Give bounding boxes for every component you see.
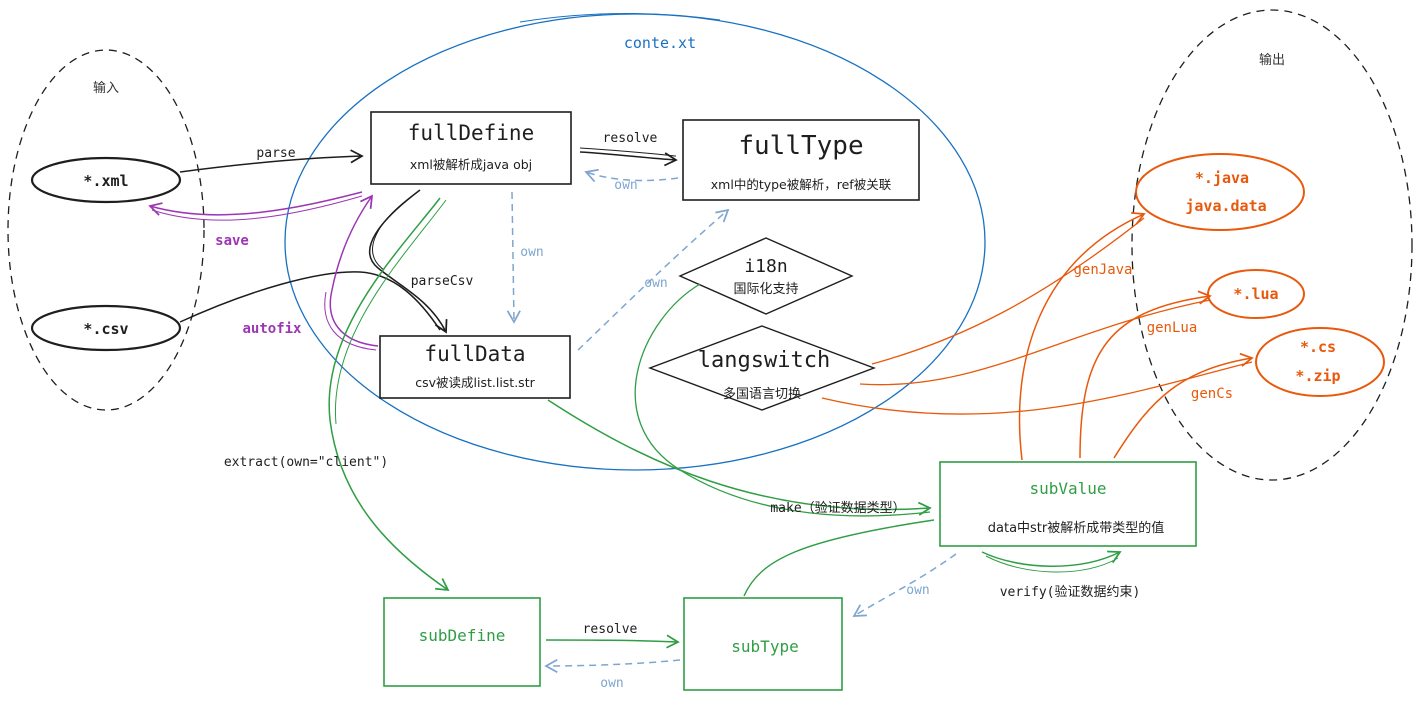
langswitch-to-lua-curve xyxy=(859,299,1211,386)
i18n-diamond: i18n 国际化支持 xyxy=(678,237,854,315)
i18n-title: i18n xyxy=(744,256,787,277)
input-region xyxy=(7,49,205,411)
langswitch-title: langswitch xyxy=(698,348,830,373)
gen-cs-arrow xyxy=(1113,352,1254,459)
sub-value-desc: data中str被解析成带类型的值 xyxy=(988,520,1165,536)
full-define-desc: xml被解析成java obj xyxy=(410,157,532,172)
own-data-type-label: own xyxy=(644,276,667,291)
sub-define-box: subDefine xyxy=(383,597,541,687)
own-define-data-label: own xyxy=(520,245,543,260)
csv-input-label: *.csv xyxy=(83,320,128,338)
parse-csv-label: parseCsv xyxy=(411,274,474,289)
own-value-to-type-arrow xyxy=(852,553,957,617)
java-output-line-2: java.data xyxy=(1185,197,1266,215)
own-bottom-label: own xyxy=(600,676,623,691)
langswitch-diamond: langswitch 多国语言切换 xyxy=(648,325,876,411)
sub-type-box: subType xyxy=(683,597,843,691)
resolve-top-arrow xyxy=(579,151,678,167)
verify-label: verify(验证数据约束) xyxy=(1000,584,1141,600)
input-region-label: 输入 xyxy=(93,80,119,96)
autofix-arrow xyxy=(329,194,379,347)
subtype-to-value-arrow xyxy=(743,519,935,597)
output-region-label: 输出 xyxy=(1259,52,1285,68)
full-type-title: fullType xyxy=(738,131,863,161)
full-define-box: fullDefine xml被解析成java obj xyxy=(370,111,572,185)
full-define-title: fullDefine xyxy=(408,121,534,145)
csv-to-fulldata-arrow xyxy=(179,271,441,331)
own-define-to-data-arrow xyxy=(506,191,521,324)
verify-arrow xyxy=(981,550,1122,567)
xml-input-node xyxy=(30,156,182,204)
autofix-label: autofix xyxy=(242,321,302,337)
langswitch-to-cs-curve xyxy=(821,361,1253,415)
langswitch-to-java-curve xyxy=(871,217,1145,365)
full-type-box: fullType xml中的type被解析，ref被关联 xyxy=(682,119,920,201)
sub-define-title: subDefine xyxy=(419,626,506,645)
context-region-label: conte.xt xyxy=(624,34,696,52)
resolve-top-label: resolve xyxy=(603,131,658,146)
save-label: save xyxy=(215,233,249,249)
lua-output-node: *.lua xyxy=(1207,269,1305,319)
resolve-bottom-arrow xyxy=(545,634,680,649)
parse-label: parse xyxy=(256,146,295,161)
gen-lua-arrow xyxy=(1079,290,1212,459)
parse-csv-arrow xyxy=(368,189,448,334)
i18n-desc: 国际化支持 xyxy=(733,282,798,297)
cs-output-node: *.cs *.zip xyxy=(1255,327,1385,397)
resolve-bottom-label: resolve xyxy=(583,622,638,637)
gen-java-arrow xyxy=(1018,211,1146,461)
save-arrow xyxy=(148,191,363,216)
make-arrow xyxy=(547,399,932,516)
sub-value-box: subValue data中str被解析成带类型的值 xyxy=(939,461,1197,547)
make-label: make（验证数据类型） xyxy=(770,500,905,516)
xml-input-label: *.xml xyxy=(83,172,128,190)
i18n-to-value-curve xyxy=(634,283,931,517)
lua-output-line-1: *.lua xyxy=(1233,285,1278,303)
output-region xyxy=(1131,9,1413,481)
gen-lua-label: genLua xyxy=(1147,320,1198,336)
java-output-line-1: *.java xyxy=(1195,169,1249,187)
full-data-title: fullData xyxy=(424,342,525,366)
langswitch-desc: 多国语言切换 xyxy=(723,386,801,402)
full-data-desc: csv被读成list.list.str xyxy=(415,375,535,390)
java-output-node: *.java java.data xyxy=(1135,153,1305,231)
csv-input-node xyxy=(30,304,182,352)
own-bottom-arrow xyxy=(544,658,681,674)
cs-output-line-1: *.cs xyxy=(1300,338,1336,356)
full-data-box: fullData csv被读成list.list.str xyxy=(379,335,571,399)
extract-label: extract(own="client") xyxy=(224,455,388,470)
extract-arrow xyxy=(328,197,450,592)
gen-cs-label: genCs xyxy=(1191,386,1233,402)
sub-type-title: subType xyxy=(731,637,798,656)
own-value-type-label: own xyxy=(906,583,929,598)
own-top-label: own xyxy=(614,178,637,193)
sub-value-title: subValue xyxy=(1029,479,1106,498)
cs-output-line-2: *.zip xyxy=(1295,367,1340,385)
gen-java-label: genJava xyxy=(1073,262,1132,278)
parse-arrow xyxy=(179,149,364,173)
full-type-desc: xml中的type被解析，ref被关联 xyxy=(711,177,892,192)
